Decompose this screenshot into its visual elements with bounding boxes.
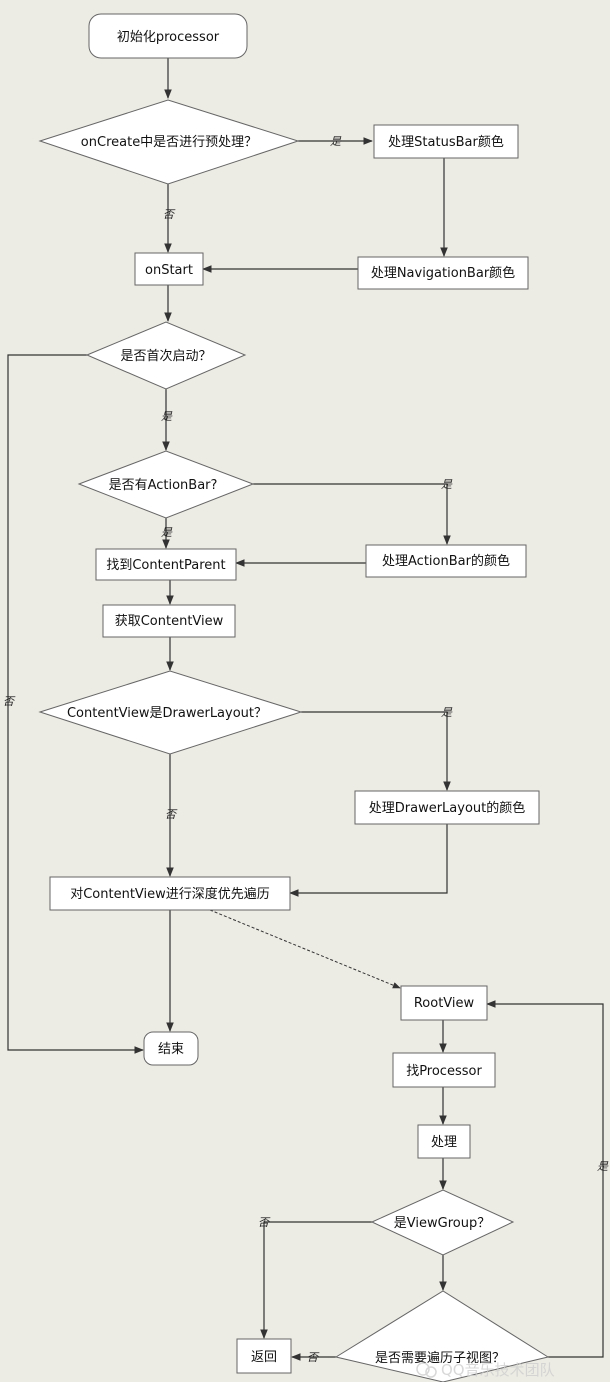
- svg-text:ContentView是DrawerLayout？: ContentView是DrawerLayout？: [67, 706, 267, 721]
- svg-text:找到ContentParent: 找到ContentParent: [106, 558, 225, 573]
- label-oncreate-no: 否: [163, 208, 176, 221]
- node-dfs: 对ContentView进行深度优先遍历: [49, 876, 291, 911]
- label-first-yes: 是: [161, 410, 173, 423]
- node-actionbar-color: 处理ActionBar的颜色: [365, 544, 527, 578]
- decision-oncreate: onCreate中是否进行预处理？: [38, 99, 300, 185]
- label-oncreate-yes: 是: [330, 135, 342, 148]
- edge-traverse-yes: [486, 1000, 604, 1358]
- edge-drawercolor-to-dfs: [289, 824, 448, 897]
- decision-need-traverse: 是否需要遍历子视图？: [334, 1290, 550, 1382]
- edge-actionbar-yes-right: [253, 483, 451, 545]
- node-drawer-color: 处理DrawerLayout的颜色: [354, 790, 540, 825]
- label-traverse-yes: 是: [597, 1160, 609, 1173]
- node-get-contentview: 获取ContentView: [102, 604, 236, 638]
- watermark: QQ音乐技术团队: [416, 1361, 555, 1379]
- node-end: 结束: [143, 1031, 199, 1066]
- label-drawer-yes: 是: [441, 706, 453, 719]
- edge-first-no: [7, 354, 144, 1054]
- svg-text:返回: 返回: [251, 1350, 277, 1365]
- node-rootview: RootView: [400, 985, 488, 1021]
- svg-text:获取ContentView: 获取ContentView: [115, 614, 224, 629]
- node-find-content-parent: 找到ContentParent: [95, 548, 237, 581]
- edge-viewgroup-no: [260, 1221, 372, 1339]
- node-init: 初始化processor: [88, 13, 248, 59]
- svg-text:onStart: onStart: [145, 263, 193, 278]
- label-drawer-no: 否: [165, 808, 178, 821]
- svg-text:处理DrawerLayout的颜色: 处理DrawerLayout的颜色: [369, 800, 526, 816]
- node-find-processor: 找Processor: [392, 1052, 496, 1088]
- edge-drawer-yes: [301, 711, 451, 791]
- label-actionbar-yes-right: 是: [441, 478, 453, 491]
- svg-text:是否需要遍历子视图？: 是否需要遍历子视图？: [375, 1350, 505, 1366]
- decision-has-actionbar: 是否有ActionBar?: [77, 450, 255, 519]
- node-process: 处理: [417, 1124, 471, 1159]
- svg-text:RootView: RootView: [414, 996, 475, 1011]
- node-statusbar: 处理StatusBar颜色: [373, 124, 519, 159]
- svg-text:onCreate中是否进行预处理？: onCreate中是否进行预处理？: [81, 135, 257, 150]
- svg-text:对ContentView进行深度优先遍历: 对ContentView进行深度优先遍历: [70, 886, 270, 902]
- svg-text:处理NavigationBar颜色: 处理NavigationBar颜色: [371, 265, 515, 281]
- decision-is-viewgroup: 是ViewGroup？: [370, 1189, 515, 1256]
- label-actionbar-down: 是: [161, 526, 173, 539]
- decision-is-drawer: ContentView是DrawerLayout？: [38, 670, 303, 755]
- svg-text:处理StatusBar颜色: 处理StatusBar颜色: [388, 134, 504, 150]
- svg-text:处理: 处理: [431, 1135, 457, 1150]
- label-viewgroup-no: 否: [258, 1216, 271, 1229]
- watermark-text: QQ音乐技术团队: [441, 1361, 555, 1379]
- node-onstart: onStart: [134, 252, 204, 286]
- node-return: 返回: [236, 1338, 292, 1374]
- svg-text:初始化processor: 初始化processor: [117, 30, 220, 45]
- svg-text:找Processor: 找Processor: [406, 1064, 482, 1079]
- wechat-icon: [416, 1362, 430, 1376]
- svg-text:是否有ActionBar?: 是否有ActionBar?: [109, 478, 218, 493]
- svg-text:是ViewGroup？: 是ViewGroup？: [394, 1216, 490, 1231]
- label-traverse-no: 否: [307, 1351, 320, 1364]
- label-first-no: 否: [3, 695, 16, 708]
- svg-text:是否首次启动？: 是否首次启动？: [120, 348, 211, 364]
- node-navbar: 处理NavigationBar颜色: [357, 256, 529, 290]
- decision-first-start: 是否首次启动？: [85, 321, 247, 390]
- svg-text:处理ActionBar的颜色: 处理ActionBar的颜色: [382, 553, 510, 569]
- svg-text:结束: 结束: [158, 1042, 184, 1057]
- edge-dfs-to-rootview: [209, 909, 401, 989]
